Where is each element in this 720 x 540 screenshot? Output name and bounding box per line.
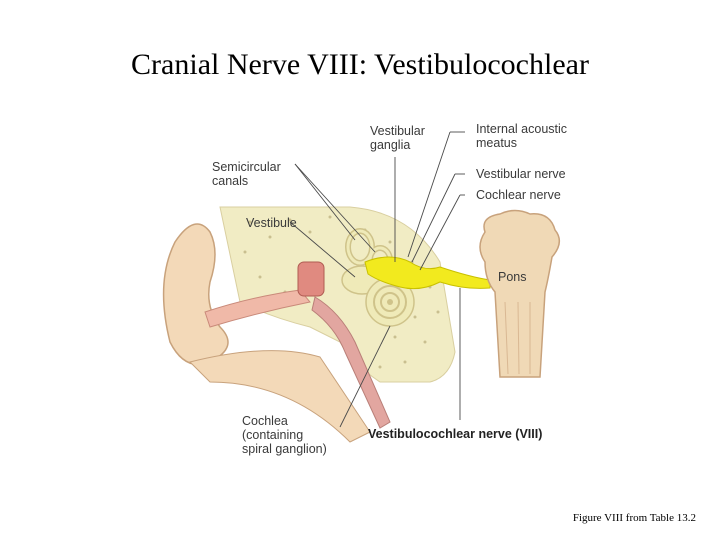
label-semicircular-canals: Semicircular canals (212, 160, 281, 188)
label-cochlea: Cochlea (containing spiral ganglion) (242, 414, 327, 456)
middle-ear (297, 261, 325, 297)
ear-anatomy-figure: Vestibular ganglia Internal acoustic mea… (150, 112, 590, 472)
skin-layer (189, 350, 371, 443)
label-vestibular-ganglia: Vestibular ganglia (370, 124, 425, 152)
label-vestibular-ganglia-line1: Vestibular (370, 124, 425, 138)
label-semicircular-line2: canals (212, 174, 249, 188)
label-vestibular-ganglia-line2: ganglia (370, 138, 411, 152)
auricle (162, 223, 229, 366)
external-auditory-canal (204, 289, 311, 328)
label-vestibular-nerve: Vestibular nerve (476, 167, 566, 181)
label-semicircular-line1: Semicircular (212, 160, 281, 174)
label-cochlea-line2: (containing (242, 428, 304, 442)
label-internal-acoustic-meatus: Internal acoustic meatus (476, 122, 567, 150)
label-pons: Pons (498, 270, 527, 284)
pons-fibers (504, 301, 531, 375)
label-cochlea-line3: spiral ganglion) (242, 442, 327, 456)
label-cochlear-nerve: Cochlear nerve (476, 188, 561, 202)
temporal-bone (219, 206, 456, 383)
leader-lines (289, 131, 465, 428)
label-internal-acoustic-line1: Internal acoustic (476, 122, 568, 136)
label-vestibule: Vestibule (246, 216, 297, 230)
auditory-tube (311, 296, 391, 429)
ear-anatomy-illustration (162, 131, 561, 443)
label-vestibulocochlear-nerve: Vestibulocochlear nerve (VIII) (368, 427, 543, 441)
label-cochlea-line1: Cochlea (242, 414, 288, 428)
label-internal-acoustic-line2: meatus (476, 136, 517, 150)
figure-caption: Figure VIII from Table 13.2 (572, 512, 696, 524)
pons-shape (479, 209, 561, 378)
slide-title: Cranial Nerve VIII: Vestibulocochlear (131, 48, 589, 81)
